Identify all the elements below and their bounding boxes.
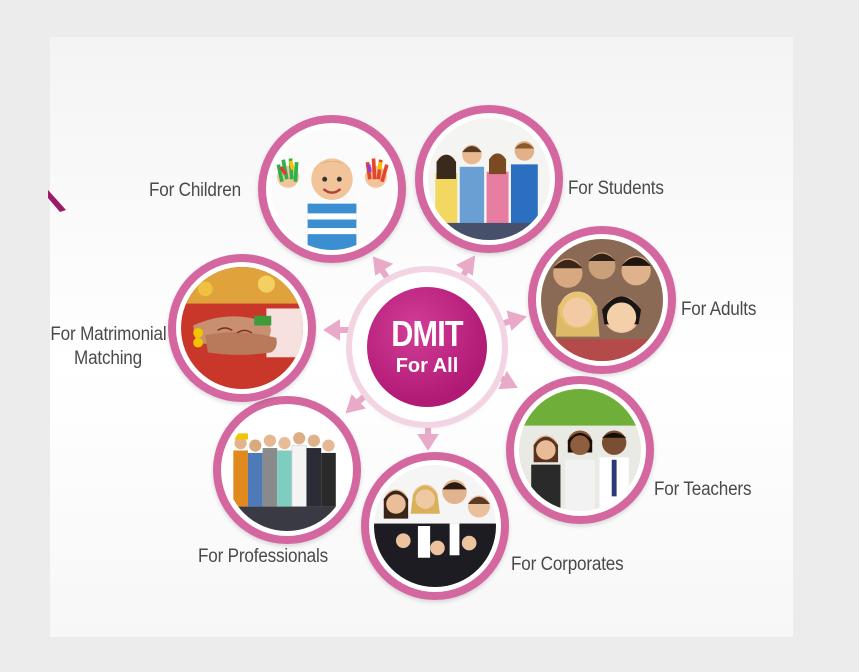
label-corporates: For Corporates bbox=[511, 554, 624, 575]
bubble-matrimonial bbox=[168, 254, 316, 402]
center-node: DMIT For All bbox=[352, 272, 502, 422]
bubble-professionals bbox=[213, 396, 361, 544]
child-painted-hands-photo bbox=[271, 128, 393, 250]
center-subtitle: For All bbox=[395, 355, 459, 377]
wedding-hands-photo bbox=[181, 267, 303, 389]
professionals-lineup-photo bbox=[226, 409, 348, 531]
center-badge: DMIT For All bbox=[367, 287, 487, 407]
corporates-thumbs-up-photo bbox=[374, 465, 496, 587]
label-professionals: For Professionals bbox=[198, 546, 328, 567]
label-matrimonial-line1: For Matrimonial bbox=[50, 324, 167, 345]
students-group-photo bbox=[428, 118, 550, 240]
arrow-to-professionals bbox=[345, 390, 371, 414]
bubble-teachers bbox=[506, 376, 654, 524]
label-students: For Students bbox=[568, 178, 664, 199]
bubble-adults bbox=[528, 226, 676, 374]
bubble-corporates bbox=[361, 452, 509, 600]
label-children: For Children bbox=[149, 180, 241, 201]
arrow-to-matrimonial bbox=[323, 319, 358, 341]
bubble-children bbox=[258, 115, 406, 263]
label-matrimonial-line2: Matching bbox=[74, 348, 142, 369]
arrow-to-adults bbox=[495, 310, 527, 331]
label-matrimonial: For Matrimonial Matching bbox=[50, 323, 167, 371]
center-title: DMIT bbox=[391, 313, 463, 354]
teachers-classroom-photo bbox=[519, 389, 641, 511]
label-teachers: For Teachers bbox=[654, 479, 752, 500]
decorative-triangle bbox=[48, 190, 66, 212]
arrow-to-corporates bbox=[417, 417, 439, 451]
bubble-students bbox=[415, 105, 563, 253]
adults-group-photo bbox=[541, 239, 663, 361]
label-adults: For Adults bbox=[681, 299, 757, 320]
